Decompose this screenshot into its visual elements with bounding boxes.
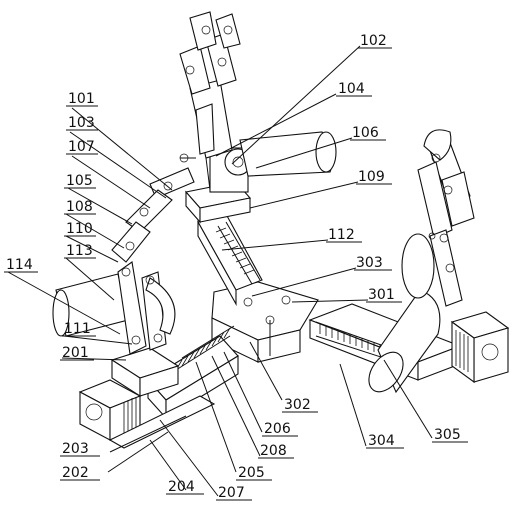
watermark-text: 公众号 · AI技术与应用 bbox=[372, 489, 502, 504]
label-205: 205 bbox=[238, 465, 265, 481]
label-103: 103 bbox=[68, 115, 95, 131]
leader-lines bbox=[7, 45, 433, 497]
left-motor-cylinder bbox=[52, 273, 129, 337]
top-lead-screw bbox=[215, 221, 261, 285]
label-107: 107 bbox=[68, 139, 95, 155]
label-113: 113 bbox=[66, 243, 93, 259]
label-101: 101 bbox=[68, 91, 95, 107]
right-motor-cylinder bbox=[368, 233, 441, 394]
watermark: 公众号 · AI技术与应用 bbox=[350, 485, 502, 504]
top-gripper bbox=[179, 11, 241, 95]
label-208: 208 bbox=[260, 443, 287, 459]
label-109: 109 bbox=[358, 169, 385, 185]
left-spring bbox=[175, 325, 235, 371]
label-204: 204 bbox=[168, 479, 195, 495]
label-304: 304 bbox=[368, 433, 395, 449]
label-114: 114 bbox=[6, 257, 33, 273]
label-203: 203 bbox=[62, 441, 89, 457]
label-305: 305 bbox=[434, 427, 461, 443]
label-105: 105 bbox=[66, 173, 93, 189]
top-branch bbox=[179, 11, 337, 307]
label-102: 102 bbox=[360, 33, 387, 49]
label-111: 111 bbox=[64, 321, 91, 337]
label-302: 302 bbox=[284, 397, 311, 413]
label-206: 206 bbox=[264, 421, 291, 437]
label-110: 110 bbox=[66, 221, 93, 237]
top-motor-cylinder bbox=[239, 131, 337, 177]
callout-labels: 102 104 106 109 112 303 301 101 103 107 … bbox=[6, 33, 461, 501]
label-106: 106 bbox=[352, 125, 379, 141]
right-spring bbox=[315, 321, 385, 359]
label-202: 202 bbox=[62, 465, 89, 481]
label-207: 207 bbox=[218, 485, 245, 501]
label-underlines bbox=[4, 47, 468, 501]
label-301: 301 bbox=[368, 287, 395, 303]
central-hub bbox=[211, 281, 319, 363]
label-201: 201 bbox=[62, 345, 89, 361]
left-branch bbox=[52, 167, 239, 449]
label-108: 108 bbox=[66, 199, 93, 215]
label-303: 303 bbox=[356, 255, 383, 271]
label-112: 112 bbox=[328, 227, 355, 243]
right-motor bbox=[450, 311, 510, 384]
right-branch bbox=[308, 129, 510, 394]
label-104: 104 bbox=[338, 81, 365, 97]
left-motor bbox=[78, 379, 142, 441]
wechat-icon bbox=[350, 485, 369, 504]
